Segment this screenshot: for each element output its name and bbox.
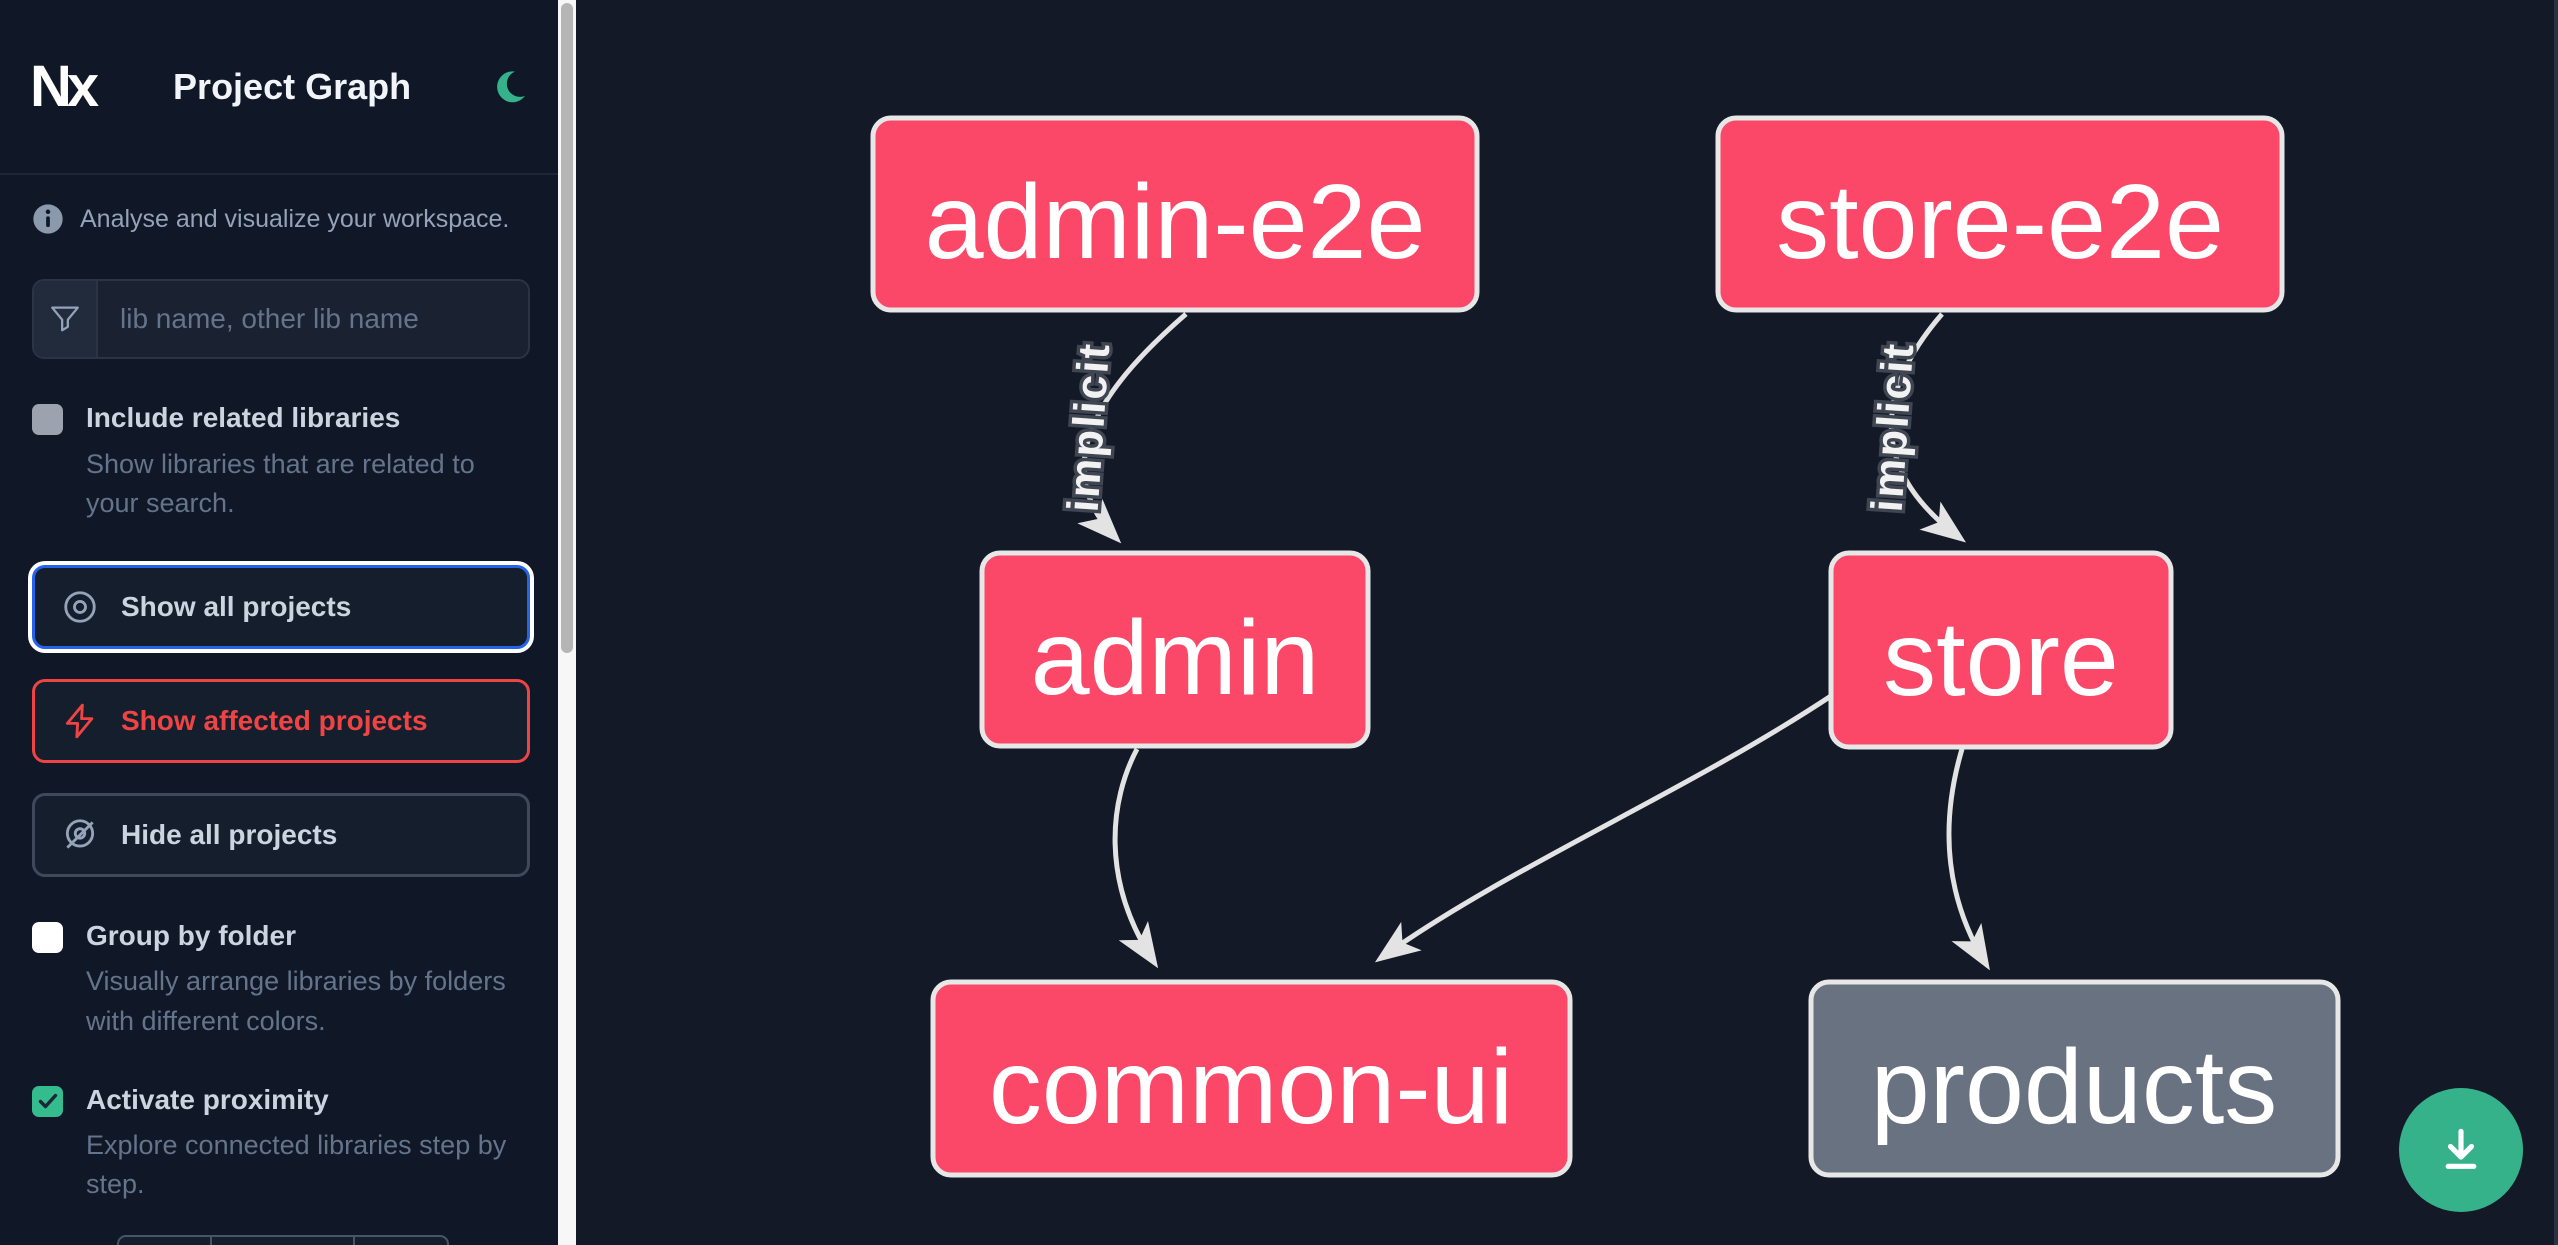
node-label: admin-e2e [925, 163, 1426, 281]
node-common-ui[interactable]: common-ui [930, 979, 1573, 1178]
edge-store-e2e-to-store[interactable] [1888, 312, 1967, 543]
stepper-value [212, 1237, 355, 1245]
button-label: Show affected projects [121, 704, 428, 736]
toggle-label: Activate proximity [86, 1083, 329, 1115]
eye-icon [64, 591, 96, 623]
tagline-row: Analyse and visualize your workspace. [32, 203, 530, 235]
include-related-checkbox[interactable] [32, 404, 63, 435]
check-icon [38, 1094, 57, 1109]
download-icon [2445, 1128, 2477, 1169]
node-label: admin [1031, 599, 1320, 717]
node-label: store [1883, 600, 2119, 718]
download-image-button[interactable] [2399, 1088, 2523, 1212]
edge-label-implicit: implicit [1059, 340, 1120, 513]
stepper-increment[interactable] [355, 1237, 447, 1245]
canvas-right-gutter [2554, 0, 2558, 1245]
toggle-description: Show libraries that are related to your … [86, 448, 475, 518]
node-products[interactable]: products [1808, 979, 2341, 1178]
edge-admin-to-common-ui[interactable] [1112, 747, 1159, 969]
sidebar: Nx Project Graph Analyse and visualize y… [0, 0, 558, 1245]
toggle-description: Explore connected libraries step by step… [86, 1130, 507, 1200]
toggle-group-by-folder: Group by folder Visually arrange librari… [32, 919, 530, 1041]
filter-funnel-icon [34, 281, 98, 357]
node-store[interactable]: store [1828, 550, 2174, 750]
node-admin[interactable]: admin [979, 550, 1371, 749]
edge-label-implicit: implicit [1863, 340, 1924, 513]
group-by-folder-checkbox[interactable] [32, 921, 63, 953]
sidebar-content: Analyse and visualize your workspace. In… [0, 175, 558, 1205]
toggle-include-related: Include related libraries Show libraries… [32, 401, 530, 523]
show-all-projects-button[interactable]: Show all projects [32, 564, 530, 649]
scrollbar-thumb[interactable] [561, 3, 573, 653]
proximity-stepper[interactable] [117, 1235, 449, 1245]
info-icon [33, 204, 63, 234]
project-graph-svg[interactable]: implicit implicit admin-e2e store-e2e ad… [576, 0, 2558, 1245]
bolt-icon [65, 703, 94, 739]
activate-proximity-checkbox[interactable] [32, 1085, 63, 1117]
sidebar-scrollbar[interactable] [558, 0, 576, 1245]
page-title: Project Graph [173, 65, 412, 107]
search-box [32, 279, 530, 359]
stepper-decrement[interactable] [119, 1237, 212, 1245]
node-label: common-ui [989, 1028, 1513, 1146]
eye-off-icon [65, 819, 95, 849]
dark-mode-toggle-moon-icon[interactable] [490, 68, 528, 106]
toggle-label: Include related libraries [86, 402, 401, 433]
graph-canvas[interactable]: implicit implicit admin-e2e store-e2e ad… [576, 0, 2558, 1245]
edge-store-to-common-ui[interactable] [1374, 691, 1836, 963]
sidebar-header: Nx Project Graph [0, 0, 558, 175]
node-label: store-e2e [1776, 163, 2224, 281]
node-store-e2e[interactable]: store-e2e [1715, 115, 2285, 313]
hide-all-projects-button[interactable]: Hide all projects [32, 792, 530, 877]
button-label: Hide all projects [121, 818, 338, 850]
toggle-activate-proximity: Activate proximity Explore connected lib… [32, 1083, 530, 1205]
toggle-label: Group by folder [86, 919, 296, 951]
show-affected-projects-button[interactable]: Show affected projects [32, 678, 530, 763]
node-admin-e2e[interactable]: admin-e2e [870, 115, 1480, 313]
tagline-text: Analyse and visualize your workspace. [80, 204, 510, 233]
nx-logo: Nx [30, 53, 99, 119]
toggle-description: Visually arrange libraries by folders wi… [86, 966, 506, 1036]
node-label: products [1871, 1028, 2278, 1146]
edge-admin-e2e-to-admin[interactable] [1077, 312, 1188, 544]
button-label: Show all projects [121, 590, 352, 622]
search-input[interactable] [98, 281, 528, 357]
edge-store-to-products[interactable] [1946, 748, 1990, 971]
